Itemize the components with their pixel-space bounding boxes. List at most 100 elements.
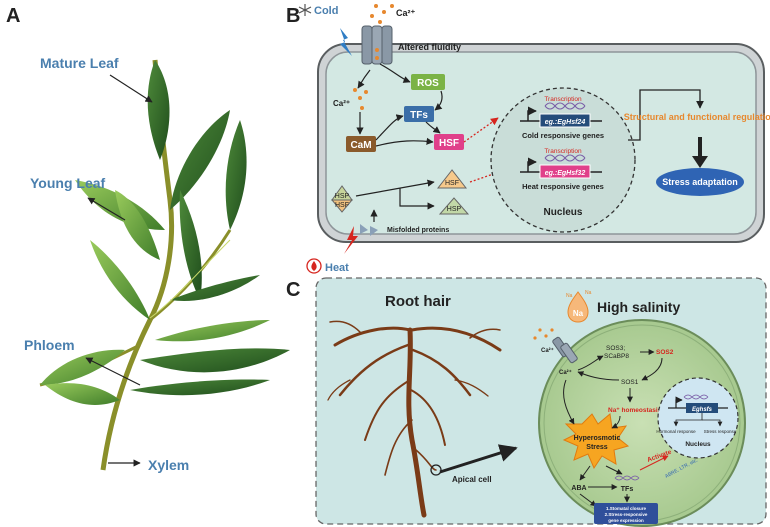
gene-2-label: eg.:EgHsf32 — [545, 170, 586, 177]
misfolded-protein — [360, 224, 368, 234]
calcium-dots-c — [533, 328, 554, 340]
hsp-triangle-2 — [438, 197, 470, 215]
hsf-box — [434, 134, 464, 150]
gene-1-label: eg.:EgHsf24 — [545, 119, 586, 126]
label-phloem: Phloem — [24, 337, 75, 353]
nucleus-label: Nucleus — [544, 207, 583, 218]
arrow-nucleus-regulation — [628, 89, 704, 141]
stress-adaptation-ellipse — [656, 168, 744, 196]
gene-box-1 — [539, 113, 591, 128]
ca-inside-c-label: Ca²⁺ — [559, 369, 572, 376]
leaf — [40, 349, 125, 385]
sos3-label: SOS3; — [606, 345, 625, 352]
ca-top-label: Ca²⁺ — [396, 8, 416, 18]
leaf — [45, 383, 120, 405]
arrow-cam-tfs — [375, 114, 404, 141]
leaf-vein — [149, 239, 231, 319]
calcium-dots-inside — [353, 88, 368, 110]
arrow-complex-hsp — [399, 188, 435, 210]
arrow-stress-aba — [579, 465, 591, 481]
gene-box-c — [686, 403, 718, 413]
na-homeostasis-label: Na⁺ homeostasis — [608, 407, 662, 414]
tfs-box — [404, 106, 434, 122]
arrow-stress-tfs — [605, 465, 623, 475]
promoter-arrow-1 — [527, 106, 537, 121]
arrow-phloem — [85, 357, 141, 386]
flame-icon — [306, 258, 322, 274]
hsf-complex-shape — [330, 199, 354, 213]
arrow-ca-sos3 — [577, 355, 604, 371]
label-mature-leaf: Mature Leaf — [40, 55, 119, 71]
root-cell — [538, 319, 746, 527]
na-drop-label: Na — [573, 309, 584, 318]
membrane-channel-icon — [552, 336, 578, 364]
cold-bolt-icon — [340, 28, 352, 56]
ros-label: ROS — [417, 78, 439, 89]
aba-label: ABA — [571, 485, 586, 492]
root-hair-illustration — [327, 320, 502, 518]
na-small-1: Na — [566, 293, 573, 299]
arrow-channel-ros — [379, 63, 411, 83]
ros-box — [411, 74, 445, 90]
hsf-label: HSF — [439, 138, 459, 149]
altered-fluidity-label: Altered fluidity — [398, 42, 461, 52]
arrow-ros-tfs — [434, 90, 443, 111]
leaf — [170, 275, 260, 301]
hsf-triangle — [436, 169, 468, 189]
leaf — [155, 320, 270, 342]
arrow-sos2-sos1 — [641, 357, 663, 381]
dna-helix-icon — [544, 102, 586, 110]
arrow-hsf-nucleus — [463, 117, 499, 143]
stress-label: Stress — [586, 444, 608, 451]
na-drop-icon — [567, 291, 589, 323]
arrow-young-leaf — [87, 197, 126, 221]
ca-in-label: Ca²⁺ — [541, 347, 554, 354]
misfolded-protein — [370, 226, 378, 236]
stress-resp-label: Stress response — [704, 429, 737, 434]
dna-helix-icon — [544, 154, 586, 162]
nucleus-c-label: Nucleus — [685, 441, 711, 448]
heat-bolt-icon — [344, 226, 358, 254]
hyperosmotic-stress-burst — [562, 413, 630, 470]
membrane-channel-icon — [361, 25, 393, 65]
calcium-dots — [370, 4, 394, 24]
arrow-channel-ca — [357, 69, 371, 89]
panel-c-letter: C — [286, 279, 300, 301]
leaf — [130, 379, 270, 396]
leaf — [225, 120, 247, 230]
hsf-complex-label: HSF — [335, 202, 349, 209]
panel-c: C Root hair Apical cell Na Na Na High sa… — [286, 277, 767, 527]
apical-cell-marker — [430, 464, 442, 476]
cold-genes-label: Cold responsive genes — [522, 131, 604, 140]
result-box — [594, 503, 658, 524]
branch — [149, 229, 232, 322]
snowflake-icon — [298, 4, 312, 16]
panel-a: A Mature Leaf Young Leaf Phloem Xylem — [6, 5, 290, 473]
arrow-cam-hsf — [375, 137, 434, 147]
result-2: 2.Stress-responsive — [605, 512, 648, 517]
arrow-ca-stress — [563, 379, 575, 425]
panel-b: B Cold Ca²⁺ Altered fluidity C — [286, 4, 770, 274]
tfs-label: TFs — [410, 110, 428, 121]
arrow-activate — [639, 455, 669, 471]
label-xylem: Xylem — [148, 457, 189, 473]
arrow-gene-stress — [702, 419, 723, 427]
label-young-leaf: Young Leaf — [30, 175, 106, 191]
sos2-label: SOS2 — [656, 349, 674, 356]
arrow-head-thick — [692, 156, 708, 168]
arrow-sos1-ca — [577, 371, 620, 381]
leaf — [90, 240, 150, 320]
tfs-c-label: TFs — [621, 486, 634, 493]
cam-label: CaM — [350, 140, 371, 151]
scabp8-label: SCaBP8 — [604, 353, 629, 360]
panel-a-letter: A — [6, 5, 20, 27]
arrow-aba-result — [579, 493, 597, 507]
arrow-gene-hormonal — [673, 413, 703, 427]
hsp-triangle-label: HSP — [447, 206, 462, 213]
leaf — [179, 190, 202, 300]
sos1-label: SOS1 — [621, 379, 639, 386]
cam-box — [346, 136, 376, 152]
arrow-tfs-hsf — [425, 121, 441, 134]
gene-box-2 — [539, 164, 591, 179]
